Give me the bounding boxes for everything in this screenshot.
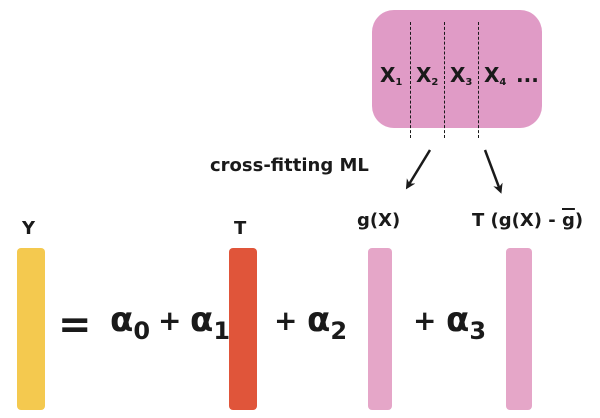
interaction-label: T (g(X) - g) bbox=[472, 210, 584, 231]
gx-label: g(X) bbox=[357, 210, 401, 231]
feature-x2: X2 bbox=[416, 63, 439, 88]
arrow-left bbox=[405, 149, 432, 190]
feature-x3: X3 bbox=[450, 63, 473, 88]
y-label: Y bbox=[22, 218, 36, 239]
arrow-right bbox=[483, 149, 503, 194]
alpha-1: α1 bbox=[190, 300, 231, 345]
feature-box: X1 X2 X3 X4 ... bbox=[372, 10, 542, 138]
feature-divider bbox=[410, 22, 411, 138]
alpha-2: α2 bbox=[307, 300, 348, 345]
t-label: T bbox=[234, 218, 247, 239]
feature-ellipsis: ... bbox=[516, 63, 539, 87]
cross-fitting-label: cross-fitting ML bbox=[210, 155, 369, 176]
interaction-bar bbox=[506, 248, 532, 410]
feature-divider bbox=[478, 22, 479, 138]
t-bar bbox=[229, 248, 257, 410]
feature-x4: X4 bbox=[484, 63, 507, 88]
plus-sign: + bbox=[274, 304, 298, 337]
alpha-3: α3 bbox=[446, 300, 487, 345]
y-bar bbox=[17, 248, 45, 410]
gx-bar bbox=[368, 248, 392, 410]
plus-sign: + bbox=[413, 304, 437, 337]
equals-sign: = bbox=[58, 302, 92, 348]
alpha-0: α0 bbox=[110, 300, 151, 345]
plus-sign: + bbox=[158, 304, 182, 337]
feature-x1: X1 bbox=[380, 63, 403, 88]
feature-divider bbox=[444, 22, 445, 138]
